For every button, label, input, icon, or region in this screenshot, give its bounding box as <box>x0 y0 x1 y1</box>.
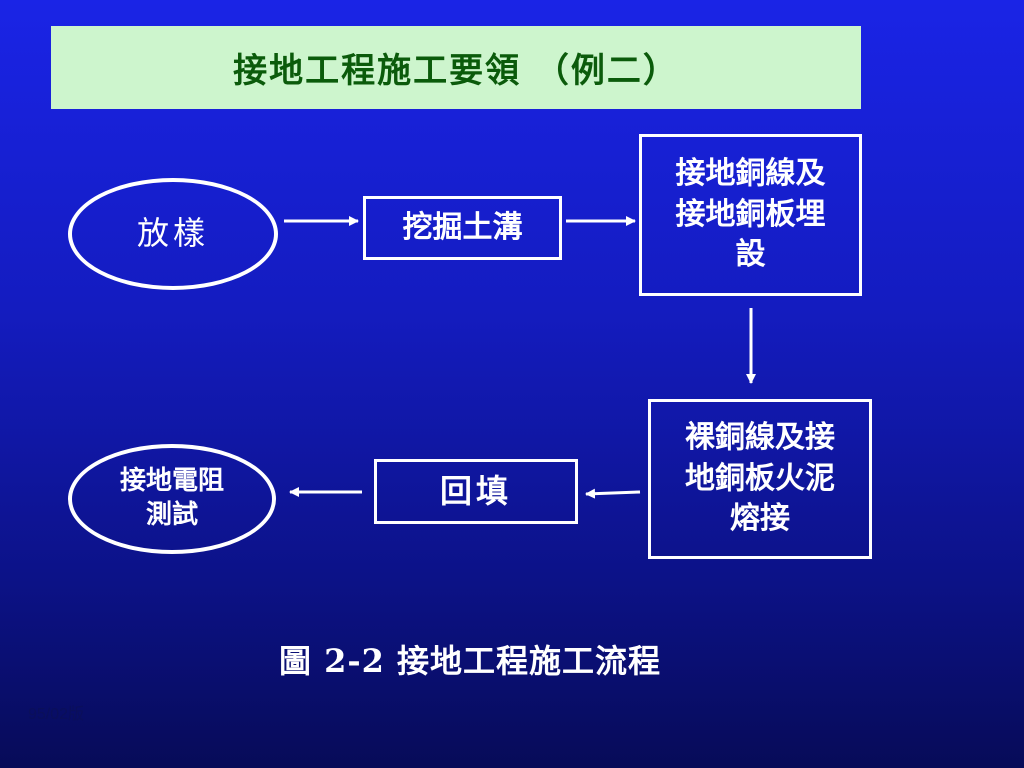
step-exothermic-weld-label: 裸銅線及接 地銅板火泥 熔接 <box>685 420 835 537</box>
step-dig-trench-label: 挖掘土溝 <box>402 209 523 245</box>
step-exothermic-weld: 裸銅線及接 地銅板火泥 熔接 <box>648 399 872 559</box>
step-layout-marking-label: 放樣 <box>136 214 209 253</box>
step-bury-copper-label: 接地銅線及 接地銅板埋 設 <box>675 156 826 273</box>
step-bury-copper: 接地銅線及 接地銅板埋 設 <box>639 134 862 296</box>
step-backfill: 回填 <box>374 459 578 524</box>
step-layout-marking: 放樣 <box>68 178 278 290</box>
version-footer: 95/02版 <box>28 706 85 723</box>
page-title: 接地工程施工要領 （例二） <box>233 51 679 91</box>
arrow-weld-to-backfill <box>585 488 641 499</box>
figure-caption: 圖 2-2 接地工程施工流程 <box>278 642 662 680</box>
title-banner: 接地工程施工要領 （例二） <box>51 26 861 109</box>
step-resistance-test-label: 接地電阻 測試 <box>119 466 224 530</box>
step-backfill-label: 回填 <box>439 471 512 510</box>
step-resistance-test: 接地電阻 測試 <box>68 444 276 554</box>
step-dig-trench: 挖掘土溝 <box>363 196 562 260</box>
